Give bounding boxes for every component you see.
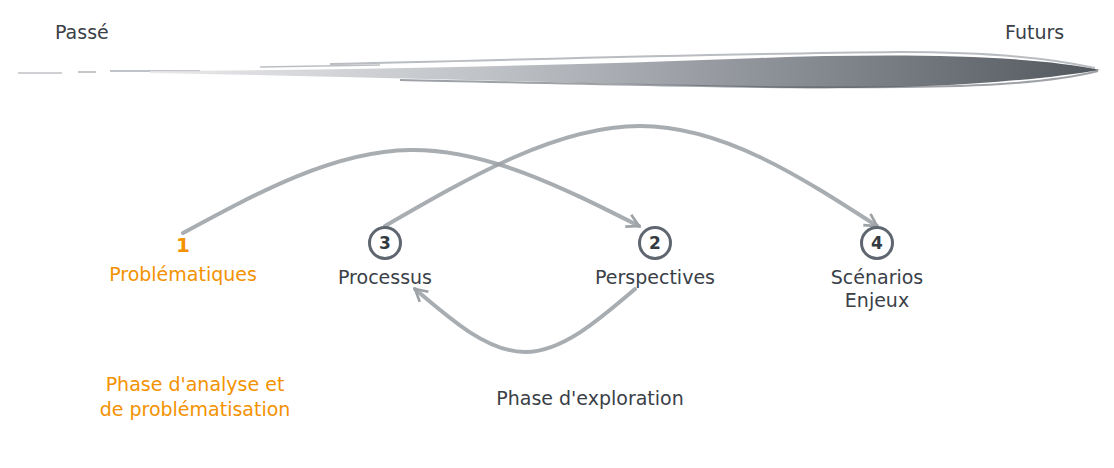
phase-label: Phase d'exploration <box>480 386 700 411</box>
flow-arrow <box>183 150 639 233</box>
step-number: 2 <box>638 226 672 260</box>
phase-node: 1Problématiques <box>93 233 273 286</box>
step-number: 3 <box>368 226 402 260</box>
step-number: 1 <box>176 233 190 257</box>
phase-node: 3Processus <box>295 226 475 289</box>
flow-arrow <box>385 126 877 226</box>
phase-label: Phase d'analyse et de problématisation <box>95 372 295 422</box>
brush-stroke <box>18 52 1100 88</box>
step-number: 4 <box>860 226 894 260</box>
time-label: Passé <box>55 20 135 45</box>
step-label: Scénarios Enjeux <box>822 266 932 312</box>
time-label: Futurs <box>1005 20 1095 45</box>
step-label: Processus <box>295 266 475 289</box>
phase-node: 2Perspectives <box>565 226 745 289</box>
step-label: Problématiques <box>93 263 273 286</box>
flow-arrow <box>415 289 635 352</box>
phase-node: 4Scénarios Enjeux <box>822 226 932 312</box>
step-label: Perspectives <box>565 266 745 289</box>
